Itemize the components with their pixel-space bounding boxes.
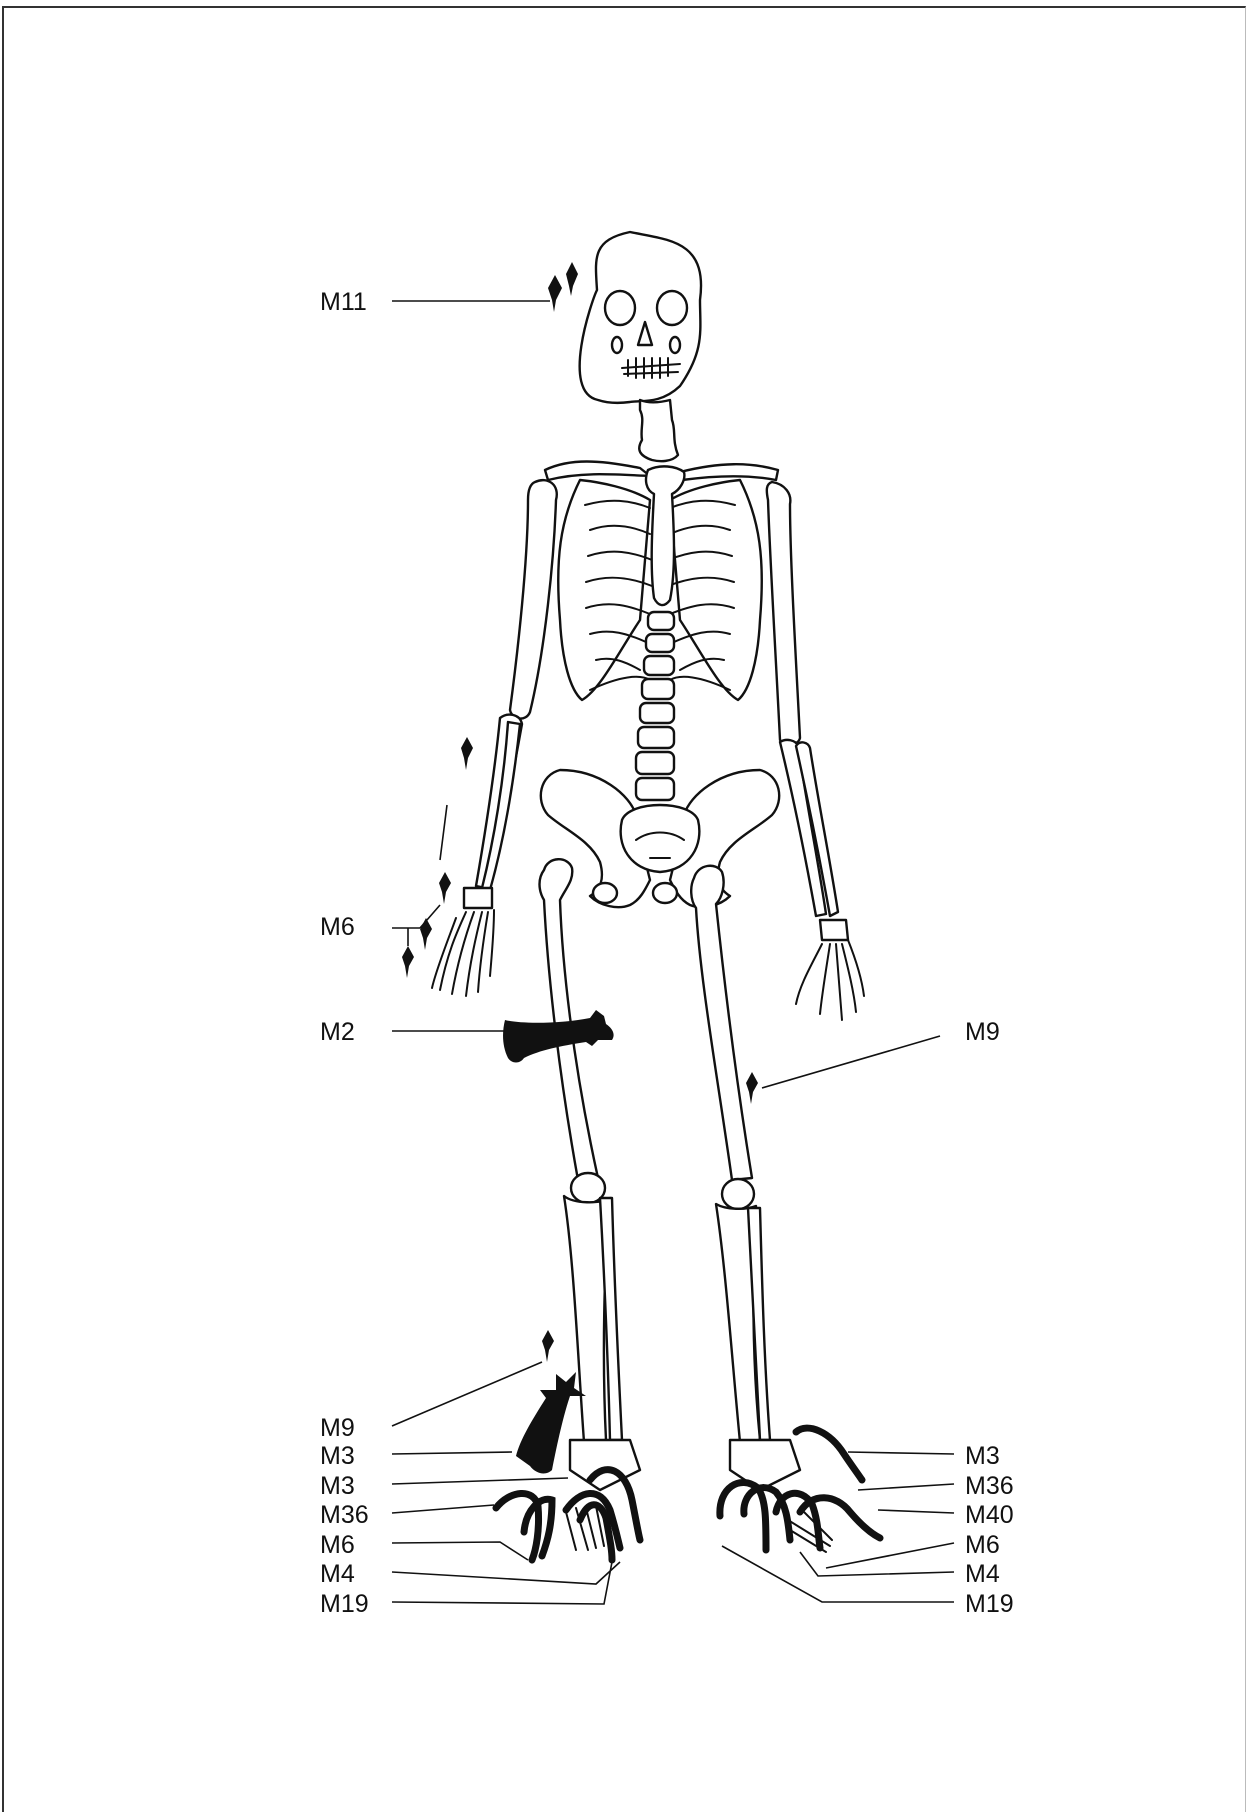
label-right-foot: M3 — [320, 1442, 355, 1470]
label-left-foot: M3 — [965, 1442, 1000, 1470]
label-right-foot: M19 — [320, 1590, 369, 1618]
pin-icon — [548, 275, 562, 312]
curved-tooth-icon — [796, 1428, 862, 1480]
label-right-foot: M4 — [320, 1560, 355, 1588]
artefact-marks — [402, 262, 880, 1560]
label-right-foot: M9 — [320, 1414, 355, 1442]
left-clavicle — [680, 464, 778, 480]
skeleton-figure — [432, 232, 864, 1490]
curved-tooth-icon — [580, 1505, 612, 1560]
label-right-foot: M6 — [320, 1531, 355, 1559]
right-arm — [432, 480, 557, 996]
pin-icon — [402, 946, 414, 978]
label-left-foot: M40 — [965, 1501, 1014, 1529]
label-right-foot: M36 — [320, 1501, 369, 1529]
pin-icon — [746, 1072, 758, 1104]
label-right-thigh: M2 — [320, 1018, 355, 1046]
pin-icon — [542, 1330, 554, 1362]
label-left-foot: M4 — [965, 1560, 1000, 1588]
cervical-spine — [639, 400, 678, 461]
left-leg — [691, 866, 800, 1490]
pin-icon — [566, 262, 578, 296]
skull — [580, 232, 701, 403]
label-skull: M11 — [320, 288, 367, 316]
label-left-foot: M6 — [965, 1531, 1000, 1559]
label-left-thigh: M9 — [965, 1018, 1000, 1046]
right-clavicle — [545, 462, 650, 481]
label-left-foot: M19 — [965, 1590, 1014, 1618]
pin-icon — [420, 918, 432, 950]
label-right-hand: M6 — [320, 913, 355, 941]
label-left-foot: M36 — [965, 1472, 1014, 1500]
pin-icon — [461, 737, 473, 770]
label-right-foot: M3 — [320, 1472, 355, 1500]
left-arm — [767, 482, 864, 1020]
pin-icon — [439, 872, 451, 904]
